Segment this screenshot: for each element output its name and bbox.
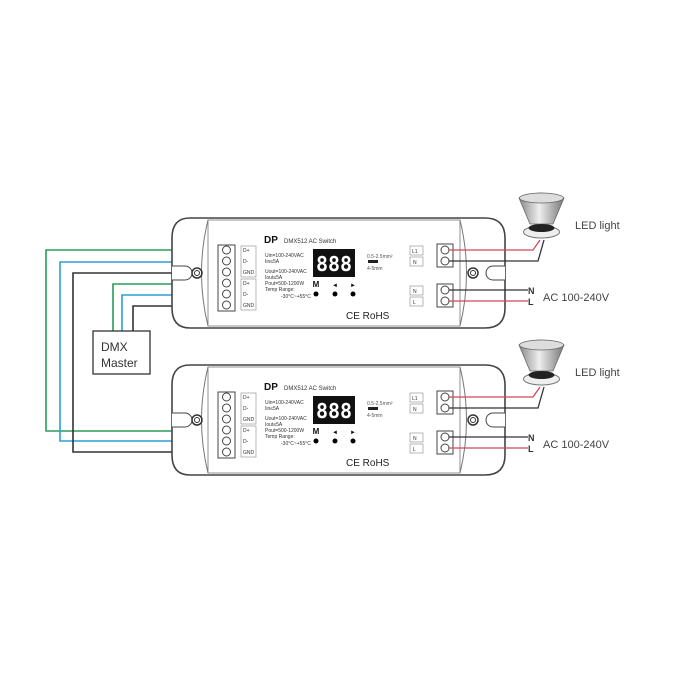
spec-text: Pout=500-1200W — [265, 281, 304, 287]
neutral-label: N — [528, 433, 535, 443]
terminal-label: L — [413, 447, 416, 453]
neutral-label: N — [528, 286, 535, 296]
terminal-label: D+ — [243, 281, 250, 287]
dmx-ac-switch-2: D+ D- GND D+ D- GND DP DMX512 AC Switch … — [171, 364, 506, 476]
spec-text: Iin≤5A — [265, 259, 280, 265]
strip-length: 4-5mm — [367, 266, 383, 272]
terminal-label: L1 — [412, 249, 418, 255]
dmx-master-label: Master — [101, 356, 138, 370]
mains-voltage-label: AC 100-240V — [543, 292, 610, 304]
terminal-label: N — [413, 407, 417, 413]
strip-length: 4-5mm — [367, 413, 383, 419]
spec-text: Iin≤5A — [265, 406, 280, 412]
terminal-label: L — [413, 300, 416, 306]
spec-text: Uin=100-240VAC — [265, 400, 304, 406]
terminal-label: D- — [243, 406, 249, 412]
spec-text: Temp Range: — [265, 287, 295, 293]
brand-label: DP — [264, 382, 278, 393]
spec-text: Uin=100-240VAC — [265, 253, 304, 259]
mode-button: M — [313, 427, 320, 436]
spec-text: Temp Range: — [265, 434, 295, 440]
spec-text: Iout≤5A — [265, 422, 283, 428]
model-label: DMX512 AC Switch — [284, 239, 336, 245]
terminal-label: D+ — [243, 428, 250, 434]
certification-marks: CE RoHS — [346, 311, 390, 322]
led-lamp-icon — [518, 192, 565, 239]
left-button: ◄ — [332, 283, 338, 289]
live-label: L — [528, 297, 534, 307]
terminal-label: D+ — [243, 248, 250, 254]
dmx-master-box: DMX Master — [92, 330, 151, 375]
led-lamp-icon — [518, 339, 565, 386]
terminal-label: GND — [243, 417, 255, 423]
mains-voltage-label: AC 100-240V — [543, 439, 610, 451]
mode-button: M — [313, 280, 320, 289]
certification-marks: CE RoHS — [346, 458, 390, 469]
dmx-master-label: DMX — [101, 340, 128, 354]
right-button: ► — [350, 283, 356, 289]
spec-text: Pout=500-1200W — [265, 428, 304, 434]
terminal-label: N — [413, 436, 417, 442]
terminal-label: GND — [243, 450, 255, 456]
model-label: DMX512 AC Switch — [284, 386, 336, 392]
terminal-label: D+ — [243, 395, 250, 401]
led-display: 888 — [316, 252, 352, 276]
wire-spec: 0.5-2.5mm² — [367, 401, 393, 407]
led-light-label: LED light — [575, 367, 620, 379]
terminal-label: D- — [243, 439, 249, 445]
terminal-label: GND — [243, 270, 255, 276]
led-light-label: LED light — [575, 220, 620, 232]
power-wires — [449, 239, 545, 449]
spec-text: -30°C~+55°C — [281, 294, 311, 300]
wire-spec: 0.5-2.5mm² — [367, 254, 393, 260]
live-label: L — [528, 444, 534, 454]
terminal-label: D- — [243, 292, 249, 298]
brand-label: DP — [264, 235, 278, 246]
dmx-ac-switch-1: D+ D- GND D+ D- GND DP DMX512 AC Switch … — [171, 217, 506, 329]
spec-text: Uout=100-240VAC — [265, 416, 307, 422]
terminal-label: D- — [243, 259, 249, 265]
led-display: 888 — [316, 399, 352, 423]
spec-text: Iout≤5A — [265, 275, 283, 281]
terminal-label: N — [413, 260, 417, 266]
spec-text: -30°C~+55°C — [281, 441, 311, 447]
spec-text: Uout=100-240VAC — [265, 269, 307, 275]
left-button: ◄ — [332, 430, 338, 436]
terminal-label: L1 — [412, 396, 418, 402]
terminal-label: N — [413, 289, 417, 295]
terminal-label: GND — [243, 303, 255, 309]
right-button: ► — [350, 430, 356, 436]
